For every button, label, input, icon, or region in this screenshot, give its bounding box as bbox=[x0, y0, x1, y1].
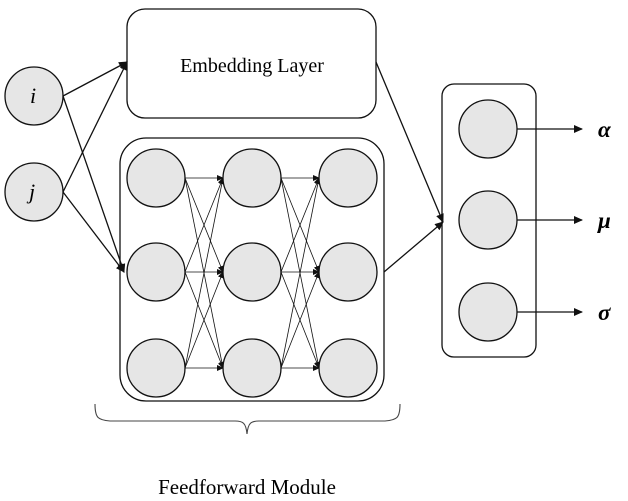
ff-edge bbox=[184, 177, 225, 369]
ff-neuron bbox=[318, 242, 378, 302]
ff-neuron bbox=[126, 242, 186, 302]
input-label-i: i bbox=[30, 83, 36, 108]
output-neuron bbox=[458, 190, 518, 250]
output-label: μ bbox=[597, 208, 611, 233]
feedforward-edges bbox=[184, 175, 321, 371]
feedforward-nodes bbox=[126, 148, 378, 398]
arrow-embedding-to-output bbox=[375, 61, 444, 223]
ff-neuron bbox=[222, 148, 282, 208]
output-neuron bbox=[458, 282, 518, 342]
ff-edge bbox=[280, 177, 321, 369]
input-label-j: j bbox=[26, 179, 35, 204]
arrow-i-to-embedding bbox=[62, 61, 128, 97]
ff-neuron bbox=[126, 148, 186, 208]
feedforward-module-label: Feedforward Module bbox=[158, 475, 336, 499]
arrow-feedforward-to-output bbox=[383, 221, 444, 273]
arrow-i-to-feedforward bbox=[62, 95, 126, 273]
input-node-i: i bbox=[4, 66, 64, 126]
embedding-layer-label: Embedding Layer bbox=[180, 55, 324, 77]
ff-neuron bbox=[318, 148, 378, 208]
ff-neuron bbox=[318, 338, 378, 398]
output-neuron bbox=[458, 99, 518, 159]
ff-edge bbox=[280, 177, 320, 273]
ff-edge bbox=[184, 177, 224, 273]
ff-edge bbox=[280, 271, 320, 369]
ff-neuron bbox=[126, 338, 186, 398]
output-arrows: α μ σ bbox=[517, 117, 612, 325]
ff-neuron bbox=[222, 338, 282, 398]
output-nodes bbox=[458, 99, 518, 342]
arrow-j-to-feedforward bbox=[62, 191, 125, 273]
embedding-layer-box: Embedding Layer bbox=[126, 8, 377, 119]
feedforward-brace bbox=[94, 403, 401, 435]
ff-edge bbox=[184, 271, 224, 369]
input-node-j: j bbox=[4, 162, 64, 222]
ff-neuron bbox=[222, 242, 282, 302]
output-label: α bbox=[598, 117, 612, 142]
arrow-j-to-embedding bbox=[62, 61, 128, 193]
output-label: σ bbox=[598, 300, 611, 325]
